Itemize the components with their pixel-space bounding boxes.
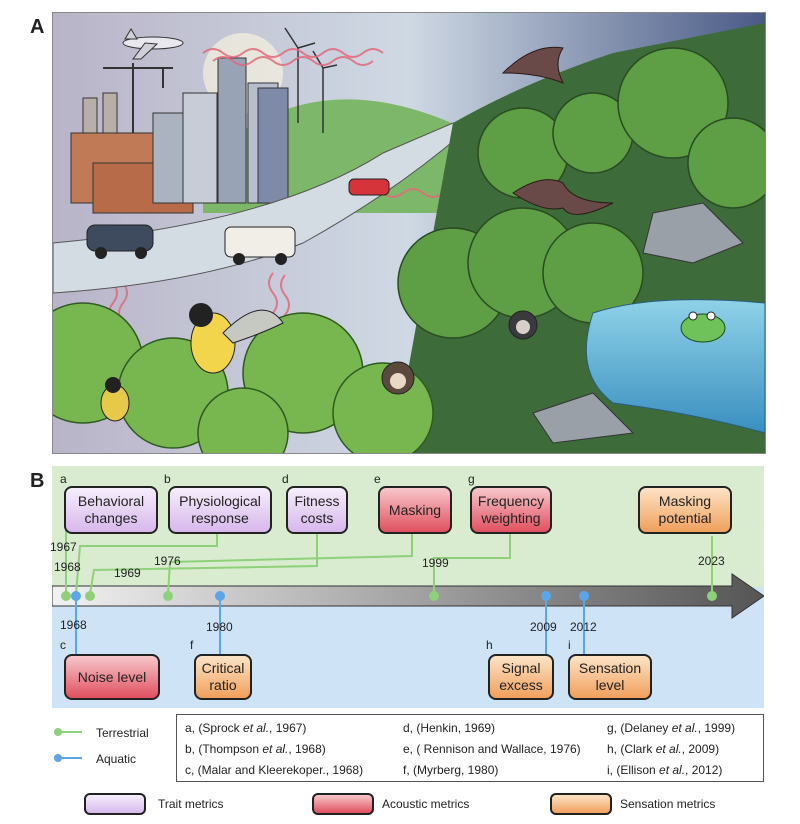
aquatic-dots: [71, 591, 589, 601]
timeline-arrow: [52, 573, 764, 619]
trait-metrics-label: Trait metrics: [158, 797, 224, 811]
ref-i: i, (Ellison et al., 2012): [607, 763, 723, 777]
terrestrial-letter-d: d: [282, 472, 289, 486]
year-1967: 1967: [50, 540, 77, 554]
aquatic-letter-i: i: [568, 638, 571, 652]
aquatic-letter-c: c: [60, 638, 66, 652]
ref-c: c, (Malar and Kleerekoper., 1968): [185, 763, 364, 777]
signal-excess-box: Signal excess: [488, 654, 554, 700]
noise-level-box: Noise level: [64, 654, 160, 700]
year-2012: 2012: [570, 620, 597, 634]
sensation-level-box: Sensation level: [568, 654, 652, 700]
sensation-metrics-swatch: [550, 793, 612, 815]
marmoset-icon-2: [508, 310, 538, 340]
sensation-metrics-label: Sensation metrics: [620, 797, 716, 811]
terrestrial-legend-label: Terrestrial: [96, 726, 149, 740]
year-2023: 2023: [698, 554, 725, 568]
year-1999: 1999: [422, 556, 449, 570]
aquatic-letter-f: f: [190, 638, 194, 652]
fitness-costs-box: Fitness costs: [286, 486, 348, 534]
references-box: a, (Sprock et al., 1967) b, (Thompson et…: [176, 714, 764, 782]
aquatic-legend-label: Aquatic: [96, 752, 137, 766]
frequency-weighting-box: Frequency weighting: [470, 486, 552, 534]
ref-b: b, (Thompson et al., 1968): [185, 742, 326, 756]
suv-icon: [224, 226, 296, 265]
habitat-legend-symbols: [54, 728, 82, 762]
critical-ratio-box: Critical ratio: [194, 654, 252, 700]
acoustic-metrics-label: Acoustic metrics: [382, 797, 470, 811]
red-car-icon: [348, 178, 390, 196]
ref-a: a, (Sprock et al., 1967): [185, 721, 307, 735]
frog-icon: [680, 311, 726, 343]
year-1968-terrestrial: 1968: [54, 560, 81, 574]
masking-potential-box: Masking potential: [638, 486, 732, 534]
terrestrial-dots: [61, 591, 717, 601]
terrestrial-letter-e: e: [374, 472, 381, 486]
ref-f: f, (Myrberg, 1980): [403, 763, 499, 777]
year-2009: 2009: [530, 620, 557, 634]
panel-a-label: A: [30, 16, 45, 38]
marmoset-icon: [381, 361, 415, 395]
airplane-icon: [122, 28, 184, 60]
road: [53, 122, 464, 294]
landscape-svg: [53, 13, 765, 453]
aquatic-legend-dot: [54, 754, 62, 762]
aquatic-connectors: [75, 596, 585, 654]
year-1968-aquatic: 1968: [60, 618, 87, 632]
ref-e: e, ( Rennison and Wallace, 1976): [403, 742, 581, 756]
acoustic-metrics-swatch: [312, 793, 374, 815]
terrestrial-legend-dot: [54, 728, 62, 736]
year-1969: 1969: [114, 566, 141, 580]
small-bird-icon: [100, 377, 130, 422]
year-1980: 1980: [206, 620, 233, 634]
city-buildings: [152, 57, 289, 204]
ref-g: g, (Delaney et al., 1999): [607, 721, 736, 735]
aquatic-letter-h: h: [486, 638, 493, 652]
masking-box: Masking: [378, 486, 452, 534]
trait-metrics-swatch: [84, 793, 146, 815]
panel-b-label: B: [30, 470, 45, 492]
physiological-response-box: Physiological response: [168, 486, 272, 534]
ref-d: d, (Henkin, 1969): [403, 721, 496, 735]
construction-crane-icon: [103, 63, 173, 143]
terrestrial-letter-b: b: [164, 472, 171, 486]
year-1976: 1976: [154, 554, 181, 568]
ref-h: h, (Clark et al., 2009): [607, 742, 720, 756]
bird-icon: [189, 303, 284, 374]
behavioral-changes-box: Behavioral changes: [64, 486, 158, 534]
noise-landscape-illustration: [52, 12, 766, 454]
bat-icon: [501, 46, 614, 215]
car-icon: [86, 224, 154, 259]
terrestrial-letter-a: a: [60, 472, 67, 486]
metrics-timeline: a Behavioral changes b Physiological res…: [50, 466, 764, 708]
tree-canopy: [397, 47, 765, 339]
terrestrial-letter-g: g: [468, 472, 475, 486]
